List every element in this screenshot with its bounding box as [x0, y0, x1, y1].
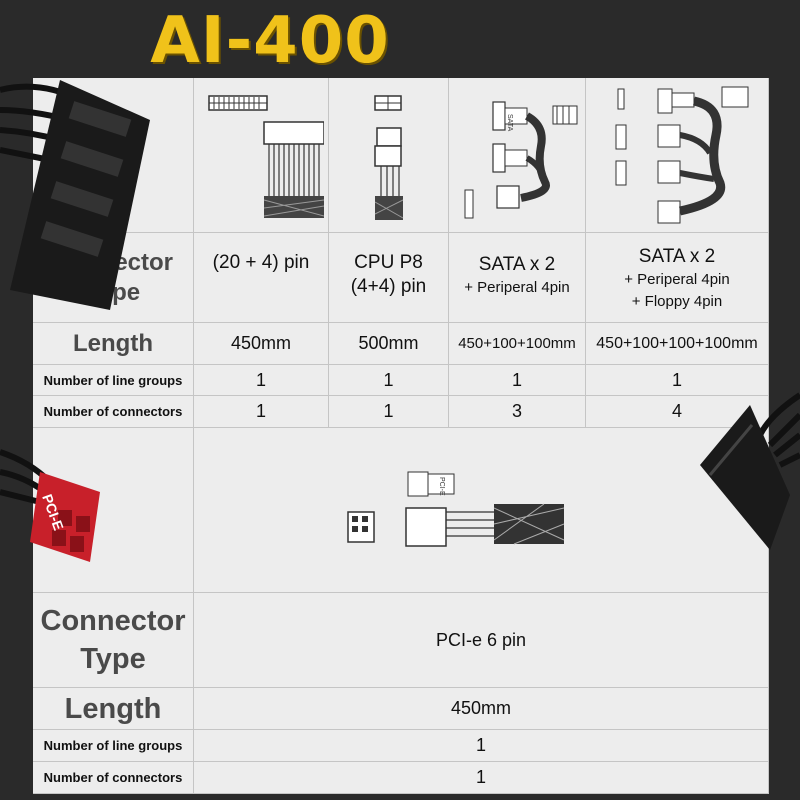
- bottom-connectors: 1: [194, 762, 769, 794]
- col-sata-floppy-type-sub: + Periperal 4pin: [624, 271, 730, 288]
- atx-plug-photo: [0, 80, 150, 310]
- col-cpu-length: 500mm: [329, 323, 449, 365]
- col-cpu-type-sub: (4+4) pin: [350, 276, 427, 297]
- bottom-row-label-length: Length: [33, 688, 194, 730]
- col-sata-length: 450+100+100mm: [449, 323, 586, 365]
- image-cell-sata-floppy: [586, 78, 769, 233]
- col-sata-line-groups: 1: [449, 365, 586, 396]
- bottom-row-label-connectors: Number of connectors: [33, 762, 194, 794]
- row-label-connectors: Number of connectors: [33, 396, 194, 428]
- col-atx-connectors: 1: [194, 396, 329, 428]
- col-atx-type: (20 + 4) pin: [194, 233, 329, 323]
- col-cpu-type-cell: CPU P8 (4+4) pin: [329, 233, 449, 323]
- spec-board: SATA Connector Type (20 + 4): [33, 78, 769, 794]
- col-atx-line-groups: 1: [194, 365, 329, 396]
- col-sata-connectors: 3: [449, 396, 586, 428]
- image-cell-pcie: PCI-E: [194, 428, 769, 593]
- image-cell-atx: [194, 78, 329, 233]
- col-atx-length: 450mm: [194, 323, 329, 365]
- bottom-row-label-connector-type: Connector Type: [33, 593, 194, 688]
- atx-24pin-cable-icon: [208, 95, 324, 218]
- image-cell-cpu: [329, 78, 449, 233]
- bottom-row-label-line-groups: Number of line groups: [33, 730, 194, 762]
- col-sata-floppy-connectors: 4: [586, 396, 769, 428]
- col-sata-floppy-line-groups: 1: [586, 365, 769, 396]
- bottom-type: PCI-e 6 pin: [194, 593, 769, 688]
- cpu-8pin-cable-icon: [374, 95, 404, 220]
- pcie-small-label: PCI-E: [438, 477, 445, 496]
- image-cell-sata: SATA: [449, 78, 586, 233]
- col-cpu-type: CPU P8: [354, 252, 423, 273]
- col-sata-floppy-length: 450+100+100+100mm: [586, 323, 769, 365]
- pcie-cable-icon: PCI-E: [347, 471, 565, 547]
- col-sata-floppy-type-cell: SATA x 2 + Periperal 4pin + Floppy 4pin: [586, 233, 769, 323]
- col-sata-type: SATA x 2: [478, 254, 556, 275]
- sata-plug-photo: [700, 392, 800, 550]
- page-title: AI-400: [150, 4, 390, 78]
- bottom-line-groups: 1: [194, 730, 769, 762]
- pcie-plug-photo: PCI-E: [0, 449, 100, 562]
- row-label-length: Length: [33, 323, 194, 365]
- col-sata-type-sub: + Periperal 4pin: [464, 279, 570, 296]
- sata-cable-icon: SATA: [464, 101, 578, 219]
- bottom-empty-corner: [33, 428, 194, 593]
- col-sata-floppy-type-sub2: + Floppy 4pin: [631, 293, 723, 310]
- col-sata-floppy-type: SATA x 2: [638, 246, 716, 267]
- svg-text:SATA: SATA: [506, 114, 513, 132]
- sata-floppy-cable-icon: [615, 86, 749, 224]
- col-sata-type-cell: SATA x 2 + Periperal 4pin: [449, 233, 586, 323]
- col-cpu-line-groups: 1: [329, 365, 449, 396]
- bottom-length: 450mm: [194, 688, 769, 730]
- col-cpu-connectors: 1: [329, 396, 449, 428]
- row-label-line-groups: Number of line groups: [33, 365, 194, 396]
